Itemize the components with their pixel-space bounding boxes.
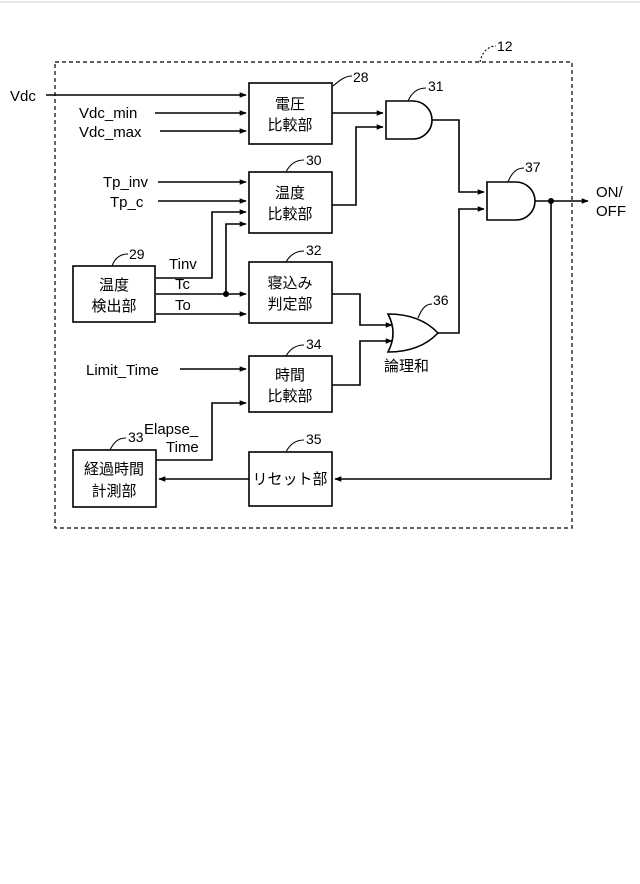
wire-36-to-37 [438, 209, 484, 333]
input-tp-inv-label: Tp_inv [103, 174, 149, 191]
or-gate-36-label: 論理和 [384, 357, 429, 375]
voltage-compare-ref: 28 [353, 69, 369, 85]
and-gate-31-leader [408, 88, 426, 101]
output-label-line1: ON/ [596, 184, 624, 201]
voltage-compare-block [249, 83, 332, 144]
sleep-judge-line2: 判定部 [267, 295, 312, 313]
frame-12-leader [480, 46, 496, 62]
sleep-judge-block [249, 262, 332, 323]
wire-output-to-reset [335, 201, 551, 479]
time-compare-ref: 34 [306, 336, 322, 352]
voltage-compare-line2: 比較部 [267, 116, 312, 134]
temp-detect-line2: 検出部 [91, 297, 136, 315]
temp-detect-line1: 温度 [99, 276, 129, 294]
wire-32-to-36 [332, 294, 392, 325]
wire-tc-branch [226, 224, 246, 294]
sleep-judge-line1: 寝込み [267, 274, 312, 292]
and-gate-37-ref: 37 [525, 159, 541, 175]
or-gate-36 [388, 314, 438, 352]
temp-detect-leader [112, 254, 128, 266]
wire-34-to-36 [332, 341, 392, 385]
temp-compare-block [249, 172, 332, 233]
frame-12-ref: 12 [497, 38, 513, 54]
elapsed-timer-line2: 計測部 [91, 482, 136, 500]
signal-to-label: To [175, 297, 191, 314]
reset-label: リセット部 [252, 470, 327, 488]
sleep-judge-ref: 32 [306, 242, 322, 258]
voltage-compare-leader [333, 76, 352, 86]
temp-compare-leader [286, 160, 304, 172]
temp-compare-line2: 比較部 [267, 205, 312, 223]
wire-31-to-37 [432, 120, 484, 192]
wire-30-to-31 [332, 127, 383, 205]
input-vdc-min-label: Vdc_min [79, 105, 137, 122]
elapsed-timer-line1: 経過時間 [84, 460, 144, 478]
input-tp-c-label: Tp_c [110, 194, 144, 211]
elapsed-timer-ref: 33 [128, 429, 144, 445]
or-gate-36-leader [418, 304, 432, 318]
and-gate-37 [487, 182, 535, 220]
temp-compare-ref: 30 [306, 152, 322, 168]
time-compare-leader [286, 345, 304, 356]
input-vdc-label: Vdc [10, 88, 36, 105]
temp-detect-ref: 29 [129, 246, 145, 262]
output-label-line2: OFF [596, 203, 626, 220]
time-compare-line1: 時間 [275, 366, 305, 384]
input-vdc-max-label: Vdc_max [79, 124, 142, 141]
input-limit-time-label: Limit_Time [86, 362, 159, 379]
signal-elapse-line2: Time [166, 439, 199, 456]
voltage-compare-line1: 電圧 [275, 95, 305, 113]
signal-tinv-label: Tinv [169, 256, 197, 273]
reset-ref: 35 [306, 431, 322, 447]
signal-elapse-line1: Elapse_ [144, 421, 199, 438]
temp-compare-line1: 温度 [275, 184, 305, 202]
and-gate-31-ref: 31 [428, 78, 444, 94]
junction-tc [223, 291, 229, 297]
elapsed-timer-leader [110, 438, 126, 450]
and-gate-37-leader [508, 168, 524, 182]
time-compare-line2: 比較部 [267, 387, 312, 405]
reset-leader [286, 440, 304, 452]
or-gate-36-ref: 36 [433, 292, 449, 308]
sleep-judge-leader [286, 251, 304, 262]
and-gate-31 [386, 101, 432, 139]
